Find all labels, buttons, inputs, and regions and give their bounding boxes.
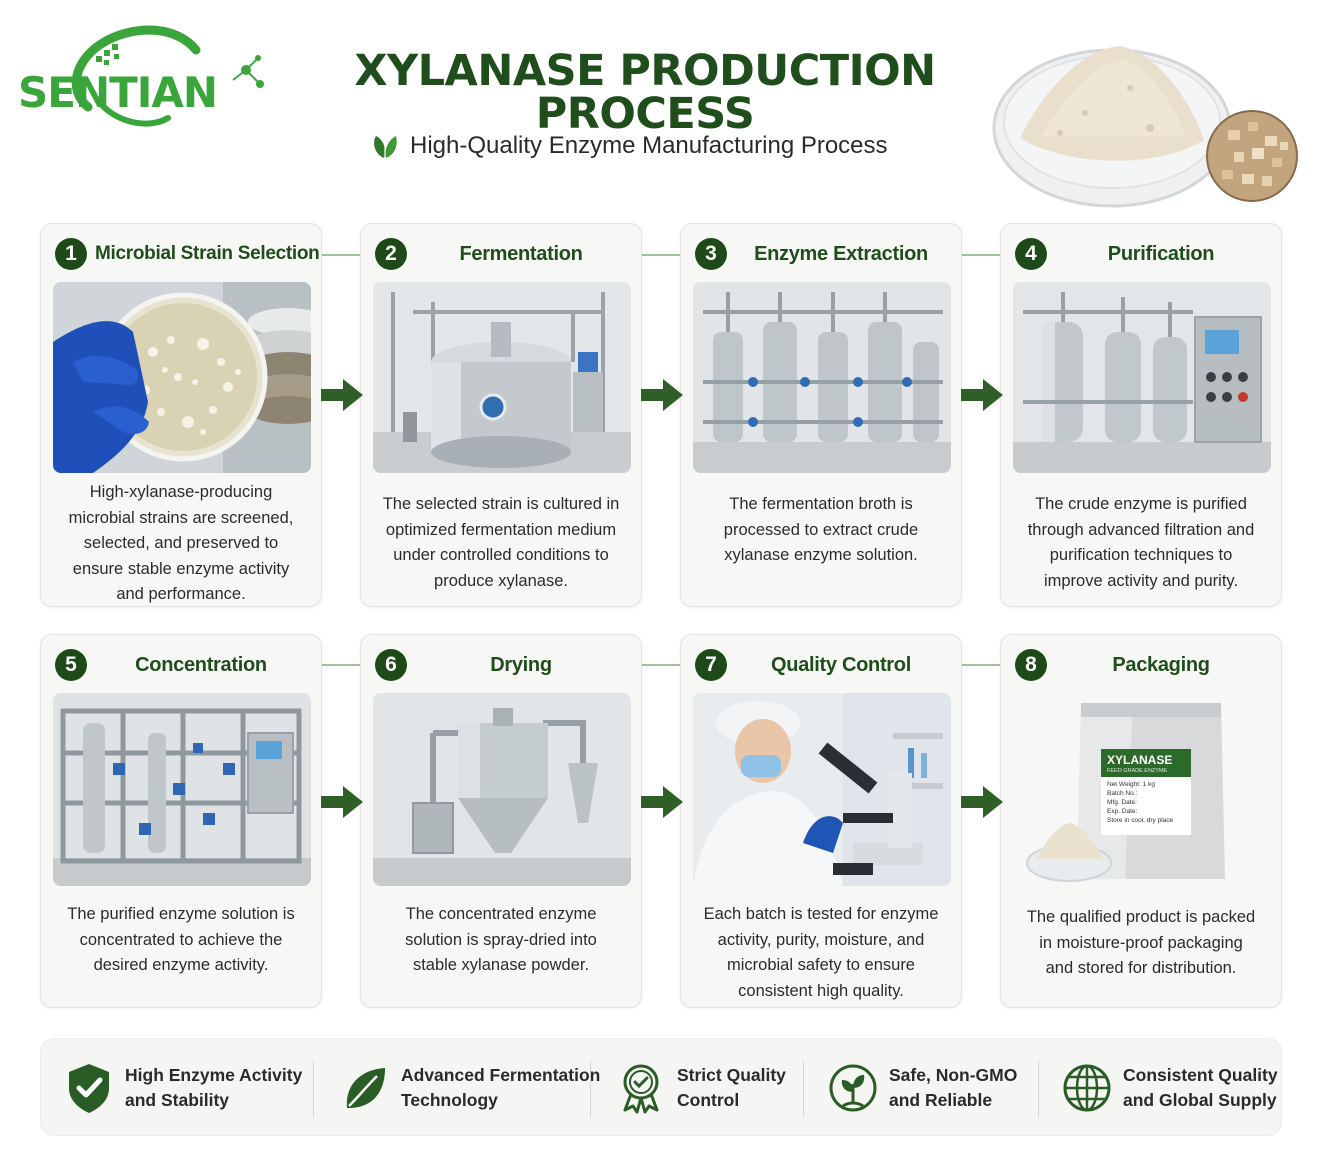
step-header: 6 Drying: [375, 647, 635, 683]
feature-item: Consistent Quality and Global Supply: [1059, 1039, 1278, 1137]
globe-icon: [1063, 1064, 1111, 1112]
feature-item: Safe, Non-GMO and Reliable: [825, 1039, 1017, 1137]
brand-logo: SENTIAN: [18, 22, 268, 132]
step-title: Fermentation: [459, 242, 583, 265]
step-title: Concentration: [135, 653, 267, 676]
step-header: 2 Fermentation: [375, 236, 635, 272]
step-header: 3 Enzyme Extraction: [695, 236, 955, 272]
page-subtitle: High-Quality Enzyme Manufacturing Proces…: [370, 130, 888, 162]
step-number-badge: 3: [695, 238, 727, 270]
feature-separator: [313, 1061, 314, 1117]
arrow-right-icon: [641, 786, 683, 818]
leaves-icon: [374, 136, 397, 158]
plant-circle-icon: [829, 1064, 877, 1112]
connector-line: [642, 254, 682, 256]
packaging-photo: XYLANASE FEED GRADE ENZYME Net Weight: 1…: [1013, 693, 1271, 886]
purification-equipment-photo: [1013, 282, 1271, 473]
step-title: Quality Control: [771, 653, 911, 676]
features-bar: High Enzyme Activity and Stability Advan…: [40, 1038, 1282, 1136]
logo-text: SENTIAN: [18, 68, 218, 117]
step-card-6: 6 Drying The concentrated enzyme solutio…: [360, 634, 642, 1008]
step-header: 4 Purification: [1015, 236, 1275, 272]
quality-seal-icon: [623, 1064, 659, 1114]
lab-microscope-photo: [693, 693, 951, 886]
shield-check-icon: [69, 1064, 109, 1113]
step-header: 1 Microbial Strain Selection: [55, 236, 320, 272]
concentration-equipment-photo: [53, 693, 311, 886]
step-title: Purification: [1107, 242, 1215, 265]
step-description: The crude enzyme is purified through adv…: [1027, 495, 1255, 590]
step-description: The fermentation broth is processed to e…: [723, 495, 919, 564]
step-number-badge: 5: [55, 649, 87, 681]
step-number-badge: 1: [55, 238, 87, 270]
arrow-right-icon: [321, 379, 363, 411]
step-card-4: 4 Purification The crude enzyme is purif…: [1000, 223, 1282, 607]
page-title: XYLANASE PRODUCTION PROCESS: [354, 46, 936, 139]
feature-separator: [1038, 1061, 1039, 1117]
logo-swoosh-icon: [71, 25, 264, 127]
arrow-right-icon: [961, 786, 1003, 818]
connector-line: [962, 254, 1002, 256]
step-number-badge: 2: [375, 238, 407, 270]
step-card-8: 8 Packaging XYLANASE FEED GRADE ENZYME N…: [1000, 634, 1282, 1008]
leaf-icon: [346, 1068, 385, 1108]
step-title: Packaging: [1112, 653, 1210, 676]
step-number-badge: 4: [1015, 238, 1047, 270]
step-title: Drying: [490, 653, 552, 676]
step-number-badge: 6: [375, 649, 407, 681]
step-description: The selected strain is cultured in optim…: [382, 495, 620, 590]
package-label: XYLANASE FEED GRADE ENZYME Net Weight: 1…: [1107, 753, 1174, 824]
spray-dryer-photo: [373, 693, 631, 886]
connector-line: [642, 664, 682, 666]
step-description: Each batch is tested for enzyme activity…: [703, 905, 939, 1000]
feature-separator: [590, 1061, 591, 1117]
feature-item: High Enzyme Activity and Stability: [61, 1039, 302, 1137]
step-number-badge: 8: [1015, 649, 1047, 681]
step-number-badge: 7: [695, 649, 727, 681]
subtitle-text: High-Quality Enzyme Manufacturing Proces…: [410, 132, 888, 159]
extraction-equipment-photo: [693, 282, 951, 473]
fermentation-tank-photo: [373, 282, 631, 473]
step-description: The concentrated enzyme solution is spra…: [405, 905, 597, 974]
step-card-1: 1 Microbial Strain Selection High-xylana…: [40, 223, 322, 607]
arrow-right-icon: [641, 379, 683, 411]
arrow-right-icon: [321, 786, 363, 818]
step-header: 7 Quality Control: [695, 647, 955, 683]
feature-item: Advanced Fermentation Technology: [337, 1039, 600, 1137]
step-card-3: 3 Enzyme Extraction The fermentation bro…: [680, 223, 962, 607]
connector-line: [322, 664, 362, 666]
powder-dish-image: [990, 18, 1300, 218]
arrow-right-icon: [961, 379, 1003, 411]
step-card-7: 7 Quality Control Each batch is tested f…: [680, 634, 962, 1008]
step-title: Enzyme Extraction: [754, 242, 928, 265]
feature-item: Strict Quality Control: [613, 1039, 786, 1137]
step-header: 8 Packaging: [1015, 647, 1275, 683]
feature-separator: [803, 1061, 804, 1117]
step-description: The purified enzyme solution is concentr…: [67, 905, 295, 974]
step-description: High-xylanase-producing microbial strain…: [68, 483, 294, 603]
step-description: The qualified product is packed in moist…: [1026, 908, 1256, 977]
step-title: Microbial Strain Selection: [95, 243, 320, 264]
step-card-2: 2 Fermentation The selected strain is cu…: [360, 223, 642, 607]
connector-line: [962, 664, 1002, 666]
connector-line: [322, 254, 362, 256]
petri-dish-photo: [53, 282, 311, 473]
step-header: 5 Concentration: [55, 647, 315, 683]
step-card-5: 5 Concentration The purified enzyme solu…: [40, 634, 322, 1008]
